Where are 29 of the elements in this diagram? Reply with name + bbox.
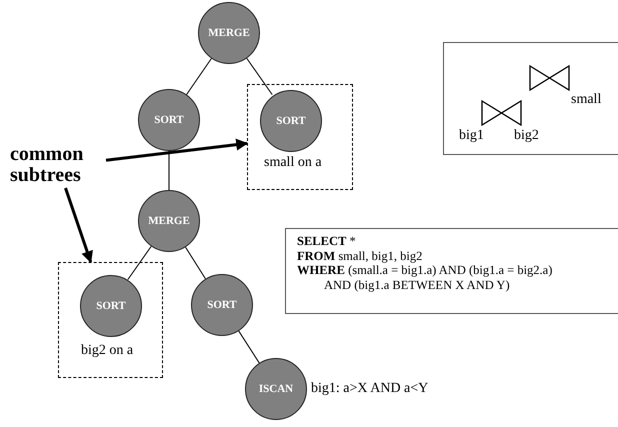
dashed-box [58, 262, 163, 378]
tree-edge [127, 246, 152, 280]
query-line: FROM small, big1, big2 [297, 249, 422, 264]
operator-circle: SORT [191, 274, 253, 336]
operator-circle: SORT [80, 275, 142, 337]
query-line: SELECT* [297, 234, 356, 249]
relation-label: big1 [459, 128, 484, 144]
arrow [64, 188, 93, 264]
operator-circle: ISCAN [245, 358, 307, 420]
callout-text: common subtrees [10, 144, 106, 188]
tree-edge [238, 330, 260, 364]
query-line: AND (big1.a BETWEEN X AND Y) [324, 278, 510, 293]
operator-circle: MERGE [138, 190, 200, 252]
tree-edge [186, 58, 212, 95]
node-caption: big1: a>X AND a<Y [311, 381, 428, 397]
arrow [106, 138, 248, 162]
operator-circle: SORT [260, 90, 322, 152]
query-line: WHERE (small.a = big1.a) AND (big1.a = big2.a) [297, 263, 552, 278]
node-caption: big2 on a [81, 343, 134, 359]
join-tree-panel [443, 42, 618, 155]
relation-label: big2 [514, 128, 539, 144]
query-panel [285, 228, 618, 314]
operator-circle: SORT [138, 89, 200, 151]
operator-circle: MERGE [198, 2, 260, 64]
tree-edge [185, 246, 206, 280]
relation-label: small [571, 92, 602, 108]
tree-edge [246, 58, 273, 96]
node-caption: small on a [264, 155, 322, 171]
dashed-box [247, 84, 353, 190]
